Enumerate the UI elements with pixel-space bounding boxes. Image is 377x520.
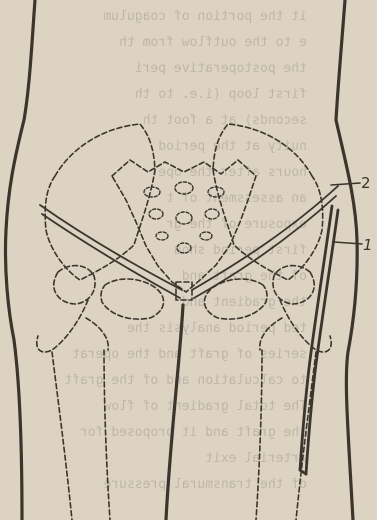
- right-femur-medial: [256, 350, 262, 520]
- right-iliac-wing: [213, 124, 323, 280]
- body-right-contour: [336, 0, 357, 520]
- perineum-line: [166, 305, 183, 520]
- right-femur-lateral: [296, 352, 316, 520]
- left-obturator: [101, 279, 164, 319]
- leader-line-2: [331, 183, 360, 185]
- left-femur-lateral: [52, 352, 72, 520]
- right-obturator: [204, 279, 267, 319]
- left-lesser-trochanter: [86, 318, 108, 350]
- right-lesser-trochanter: [260, 318, 282, 350]
- skeleton-dashed: [37, 124, 331, 520]
- left-femur-medial: [104, 350, 110, 520]
- label-1: 1: [363, 236, 373, 254]
- right-acetabulum-head: [273, 266, 314, 304]
- body-left-contour: [5, 0, 35, 520]
- graft-tube-right: [306, 210, 338, 474]
- right-inguinal-upper: [192, 186, 338, 290]
- label-2: 2: [361, 174, 371, 192]
- left-acetabulum-head: [54, 266, 95, 304]
- sacral-foramina: [144, 182, 224, 253]
- left-iliac-wing: [45, 124, 155, 280]
- left-femoral-neck: [37, 300, 88, 352]
- left-inguinal-lower: [42, 214, 180, 298]
